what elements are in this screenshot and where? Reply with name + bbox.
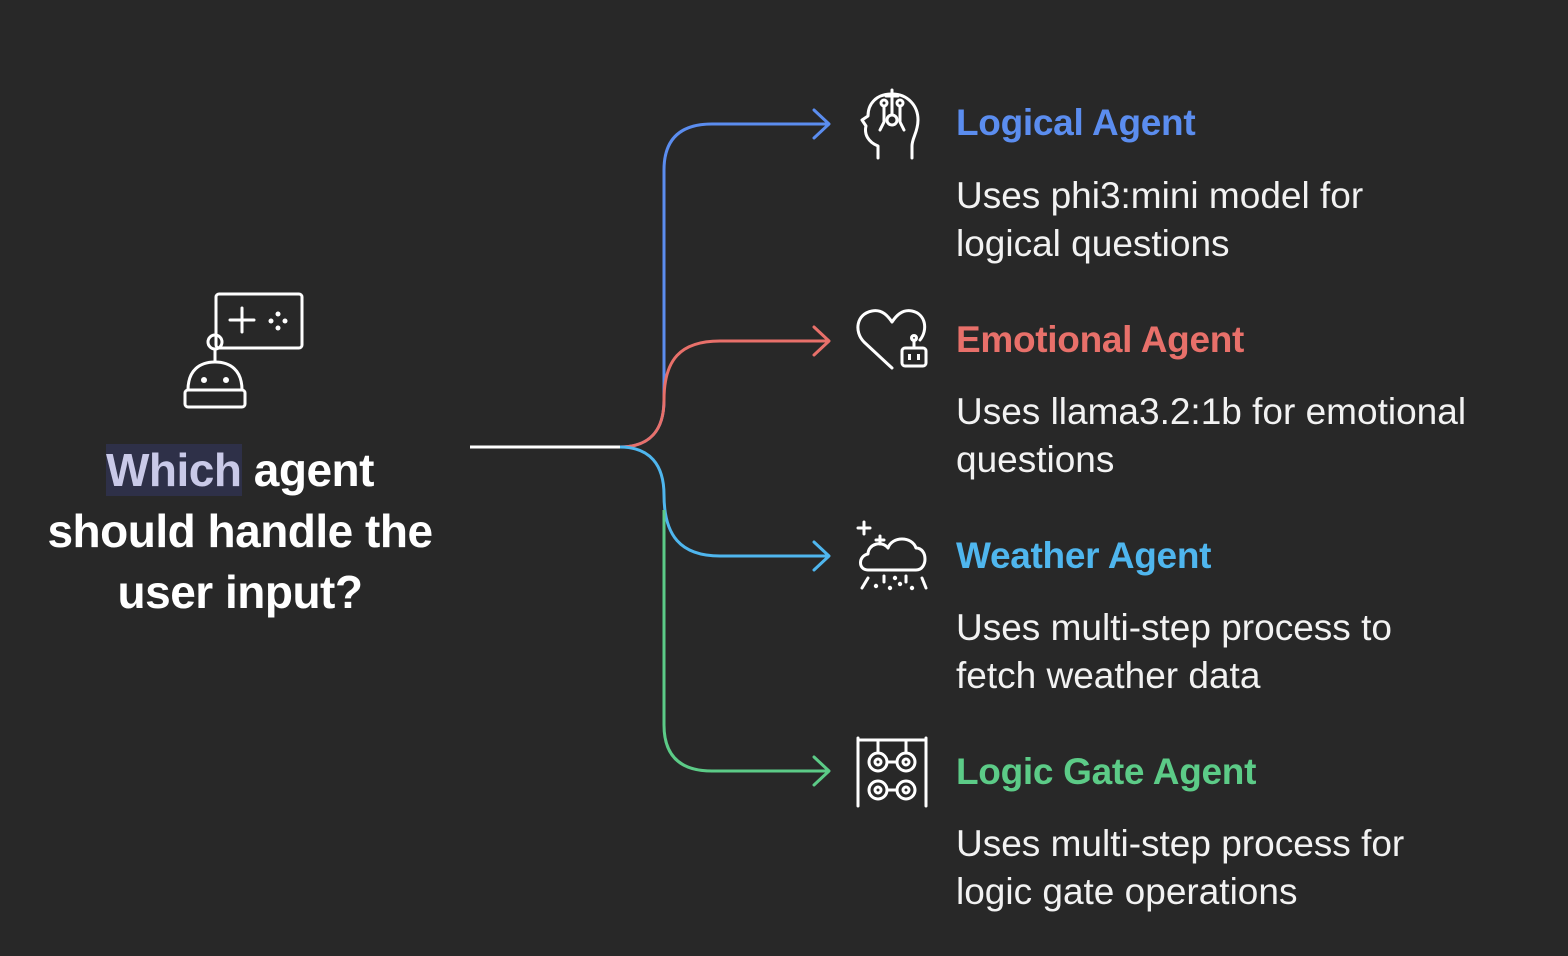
branch-emotional [619,339,828,449]
question-highlight: Which [106,444,242,496]
agent-desc-logical-line2: logical questions [956,223,1230,264]
agent-desc-logical: Uses phi3:mini model for logical questio… [956,172,1556,268]
arrow-logic-gate [812,755,831,787]
agent-desc-logic-gate: Uses multi-step process for logic gate o… [956,820,1556,916]
agent-desc-logical-line1: Uses phi3:mini model for [956,175,1364,216]
agent-desc-weather-line2: fetch weather data [956,655,1261,696]
question-line3: user input? [117,566,363,618]
central-question: Which agent should handle the user input… [20,440,460,623]
agent-desc-weather: Uses multi-step process to fetch weather… [956,604,1556,700]
agent-desc-emotional-line2: questions [956,439,1115,480]
agent-title-weather: Weather Agent [956,535,1212,576]
brain-head-icon [860,88,920,160]
branch-weather [619,445,828,558]
logic-gate-icon [856,736,928,808]
branch-logical [619,122,828,449]
arrow-emotional [812,325,831,357]
agent-desc-logic-gate-line1: Uses multi-step process for [956,823,1405,864]
agent-desc-emotional: Uses llama3.2:1b for emotional questions [956,388,1556,484]
agent-title-emotional: Emotional Agent [956,319,1245,360]
arrow-logical [812,108,831,140]
arrow-weather [812,540,831,572]
agent-desc-logic-gate-line2: logic gate operations [956,871,1298,912]
agent-desc-emotional-line1: Uses llama3.2:1b for emotional [956,391,1467,432]
agent-title-logical: Logical Agent [956,102,1196,143]
robot-controller-icon [183,292,304,409]
question-line2: should handle the [47,505,433,557]
agent-desc-weather-line1: Uses multi-step process to [956,607,1392,648]
branch-logic-gate [662,510,828,773]
heart-robot-icon [856,309,928,370]
cloud-rain-icon [856,520,928,591]
agent-title-logic-gate: Logic Gate Agent [956,751,1257,792]
question-line1: agent [241,444,375,496]
